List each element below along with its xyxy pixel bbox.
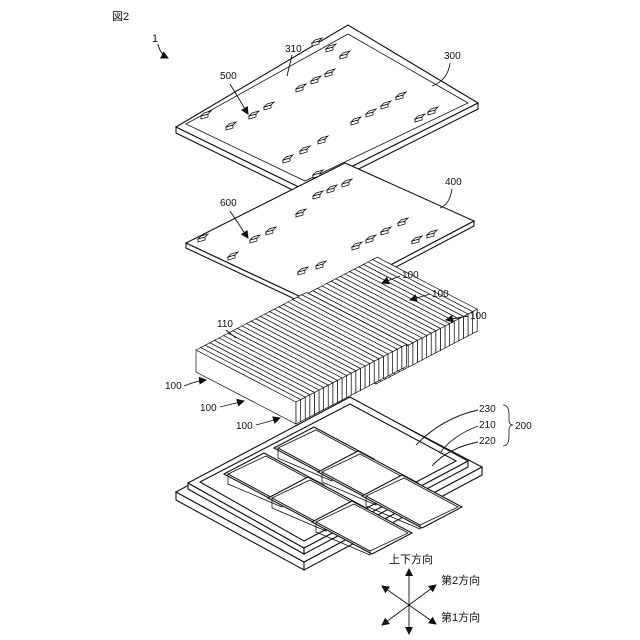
stack-back-cell-15-end	[445, 324, 450, 348]
leader-cell-stack-5	[220, 401, 244, 407]
label-board-component: 600	[220, 198, 237, 209]
axis-first-positive	[409, 605, 436, 624]
stack-front-cell-2-end	[305, 395, 310, 419]
brace-tray	[503, 405, 513, 446]
stack-back-cell-14-end	[440, 326, 445, 350]
stack-back-cell-16-end	[450, 321, 455, 345]
stack-front-cell-13-end	[356, 368, 361, 392]
label-tray: 200	[515, 421, 532, 432]
stack-back-cell-13-end	[436, 328, 441, 352]
stack-front-cell-10-end	[342, 376, 347, 400]
stack-front-cell-14-end	[360, 366, 365, 390]
stack-back-cell-18-end	[459, 316, 464, 340]
stack-front-cell-9-end	[337, 378, 342, 402]
figure-label: 図2	[112, 10, 129, 23]
axis-first-negative	[382, 586, 409, 605]
stack-front-cell-7-end	[328, 383, 333, 407]
stack-back-cell-12-end	[431, 331, 436, 355]
lid	[176, 25, 478, 196]
direction-axes	[382, 569, 436, 634]
leader-assembly	[158, 44, 168, 58]
stack-front-cell-8-end	[333, 380, 338, 404]
stack-front-cell-5-end	[319, 388, 324, 412]
label-cell-terminal: 110	[217, 319, 233, 330]
leader-cell-stack-6	[256, 418, 280, 425]
label-top-component: 500	[220, 71, 237, 82]
stack-back-cell-8-end	[413, 340, 418, 364]
stack-front-cell-17-end	[374, 359, 379, 383]
stack-front-cell-6-end	[324, 385, 329, 409]
label-lid: 300	[444, 51, 461, 62]
label-board: 400	[445, 177, 462, 188]
stack-front-cell-18-end	[379, 356, 384, 380]
tray	[176, 397, 482, 570]
stack-back-cell-17-end	[454, 319, 459, 343]
stack-front-cell-1-end	[301, 397, 306, 421]
axis-second-positive	[409, 585, 436, 605]
stack-front-cell-3-end	[310, 392, 315, 416]
label-cell-stack-5: 100	[200, 403, 217, 414]
stack-front-cell-12-end	[351, 371, 356, 395]
label-tray-base: 210	[479, 420, 496, 431]
leader-cell-stack-4	[184, 380, 206, 386]
stack-back-cell-7-end	[408, 343, 413, 367]
label-assembly: 1	[152, 33, 158, 45]
stack-front-cell-21-end	[393, 349, 398, 373]
leader-board	[440, 189, 452, 208]
label-tray-compartment: 220	[479, 436, 496, 447]
stack-front-cell-20-end	[388, 352, 393, 376]
stack-front-cell-22-end	[397, 347, 402, 371]
axis-label-vertical: 上下方向	[389, 552, 433, 566]
stack-front-cell-23-end	[402, 344, 407, 368]
axis-label-second: 第2方向	[441, 573, 480, 587]
axis-label-first: 第1方向	[441, 610, 480, 624]
battery-cell-stacks	[196, 257, 477, 424]
label-cell-stack-3: 100	[470, 311, 487, 322]
label-tray-wall: 230	[479, 404, 496, 415]
stack-back-cell-11-end	[427, 333, 432, 357]
stack-front-cell-4-end	[314, 390, 319, 414]
label-cell-stack-1: 100	[402, 270, 419, 281]
label-cell-stack-4: 100	[165, 381, 182, 392]
stack-front-cell-11-end	[347, 373, 352, 397]
label-cell-stack-2: 100	[432, 289, 449, 300]
stack-back-cell-10-end	[422, 336, 427, 360]
axis-second-negative	[382, 605, 409, 625]
stack-back-cell-19-end	[463, 314, 468, 338]
label-lid-surface: 310	[285, 44, 302, 55]
stack-front-cell-0-end	[296, 400, 301, 424]
label-cell-stack-6: 100	[236, 421, 253, 432]
stack-front-cell-16-end	[370, 361, 375, 385]
stack-back-cell-9-end	[417, 338, 422, 362]
stack-front-cell-19-end	[383, 354, 388, 378]
stack-front-cell-15-end	[365, 364, 370, 388]
